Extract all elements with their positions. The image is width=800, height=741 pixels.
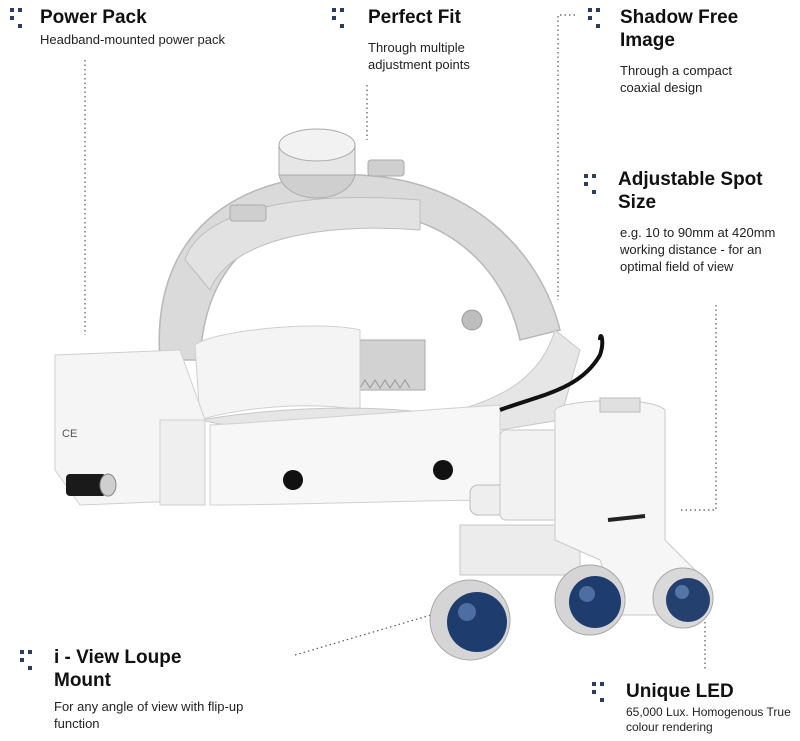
led-lens <box>666 578 710 622</box>
headband-screw <box>461 309 483 331</box>
feature-shadow-free: Shadow Free Image Through a compact coax… <box>586 6 786 96</box>
leader-shadow-free <box>557 14 575 300</box>
feature-power-pack: Power Pack Headband-mounted power pack <box>10 6 288 48</box>
feature-title: i - View Loupe Mount <box>54 647 182 691</box>
band-rivet-right <box>433 460 453 480</box>
bullet-dots-icon <box>588 8 608 28</box>
led-vents <box>599 397 641 413</box>
leader-spot-size <box>680 305 717 511</box>
bullet-dots-icon <box>584 174 604 194</box>
feature-title: Shadow Free Image <box>620 7 739 51</box>
power-switch <box>66 474 106 496</box>
loupe-right-lens <box>569 576 621 628</box>
strap-clip-right <box>367 159 405 177</box>
loupe-left-glare <box>458 603 476 621</box>
bullet-dots-icon <box>332 8 352 28</box>
ce-mark: CE <box>62 428 77 440</box>
loupe-left-lens <box>447 592 507 652</box>
feature-title: Power Pack <box>40 7 147 28</box>
feature-unique-led: Unique LED 65,000 Lux. Homogenous True c… <box>592 680 797 735</box>
feature-title: Adjustable Spot Size <box>618 169 763 213</box>
power-pack-clip <box>159 419 206 506</box>
loupe-mount-arm <box>499 429 561 521</box>
feature-description: Through a compact coaxial design <box>620 63 733 95</box>
band-rivet-left <box>283 470 303 490</box>
ratchet-teeth <box>359 379 411 389</box>
switch-bezel <box>99 473 117 497</box>
forehead-pad-top <box>194 325 361 421</box>
power-cable <box>499 334 605 412</box>
loupe-right-glare <box>579 586 595 602</box>
feature-title: Perfect Fit <box>368 7 461 28</box>
feature-description: Through multiple adjustment points <box>368 40 470 72</box>
feature-spot-size: Adjustable Spot Size e.g. 10 to 90mm at … <box>584 168 794 275</box>
adjustment-knob-top <box>278 128 356 162</box>
feature-description: For any angle of view with flip-up funct… <box>54 699 244 731</box>
led-lens-glare <box>675 585 689 599</box>
feature-perfect-fit: Perfect Fit Through multiple adjustment … <box>332 6 506 73</box>
bullet-dots-icon <box>592 682 612 702</box>
feature-description: e.g. 10 to 90mm at 420mm working distanc… <box>620 225 776 274</box>
feature-loupe-mount: i - View Loupe Mount For any angle of vi… <box>20 646 260 732</box>
bullet-dots-icon <box>20 650 40 670</box>
feature-description: 65,000 Lux. Homogenous True colour rende… <box>626 705 791 734</box>
feature-title: Unique LED <box>626 681 734 702</box>
strap-clip-left <box>229 204 267 222</box>
feature-description: Headband-mounted power pack <box>40 32 226 47</box>
bullet-dots-icon <box>10 8 30 28</box>
lamp-slot <box>607 514 646 522</box>
ratchet-adjuster <box>354 339 426 391</box>
